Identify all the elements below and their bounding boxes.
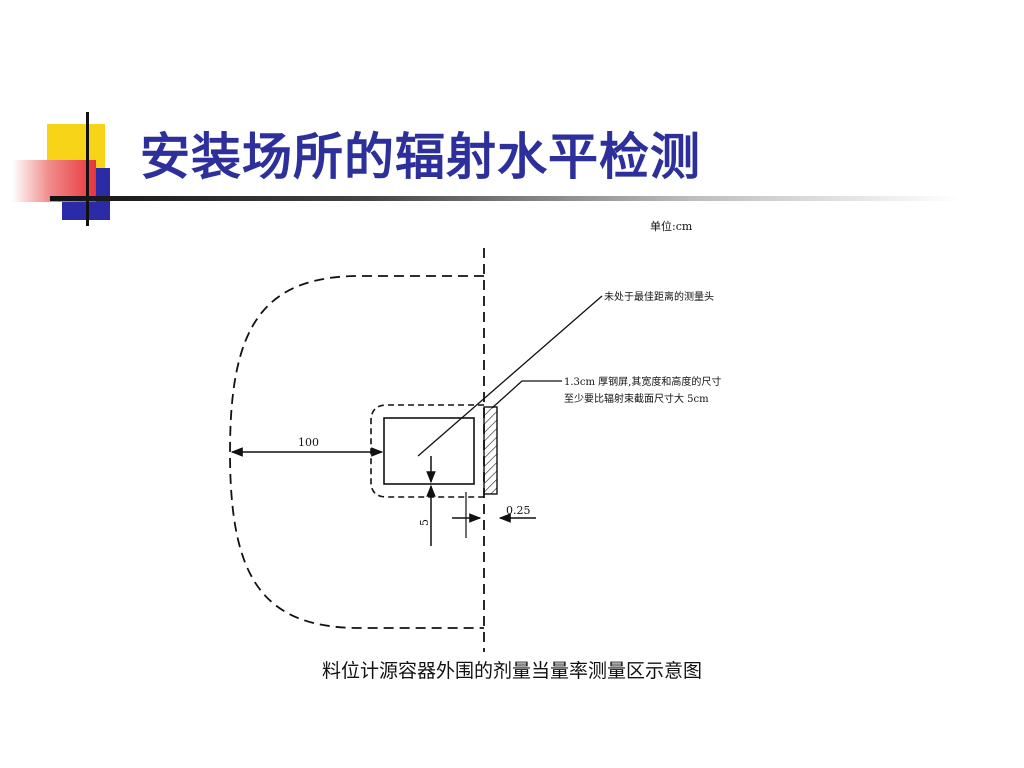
figure-caption: 料位计源容器外围的剂量当量率测量区示意图 xyxy=(321,660,702,682)
dimension-025-label: 0.25 xyxy=(506,504,531,517)
steel-shield xyxy=(483,406,498,495)
unit-label: 单位:cm xyxy=(650,219,693,233)
decor-red-square xyxy=(12,160,96,202)
source-container xyxy=(383,417,475,485)
probe-label: 未处于最佳距离的测量头 xyxy=(604,290,714,303)
dimension-5-label: 5 xyxy=(418,519,431,526)
title-underline xyxy=(50,196,960,201)
dimension-100-label: 100 xyxy=(298,436,319,449)
decor-vertical-line xyxy=(86,112,89,226)
shield-leader-line xyxy=(491,380,562,409)
shield-label-line2: 至少要比辐射束截面尺寸大 5cm xyxy=(564,392,709,405)
page-title: 安装场所的辐射水平检测 xyxy=(140,128,701,186)
shield-label-line1: 1.3cm 厚钢屏,其宽度和高度的尺寸 xyxy=(564,375,721,388)
probe-leader-line xyxy=(417,295,603,457)
measurement-boundary xyxy=(229,275,484,629)
